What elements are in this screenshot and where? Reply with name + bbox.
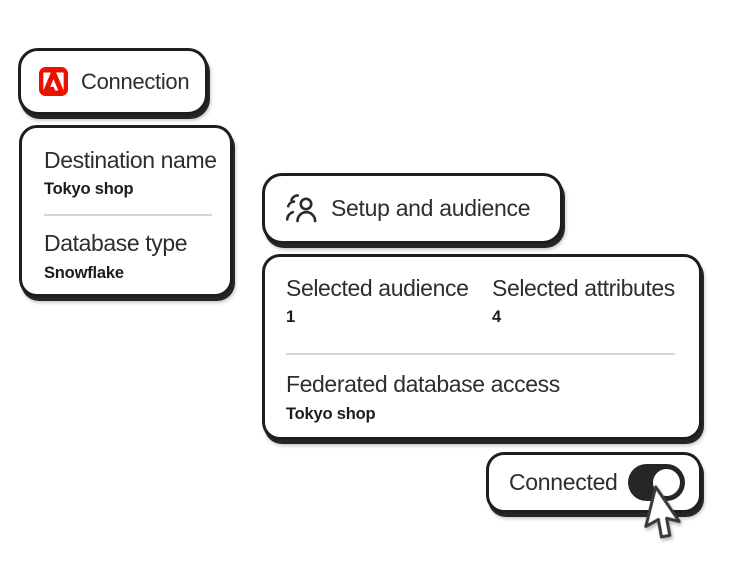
stat-value: 1 <box>286 308 295 327</box>
destination-name-field: Destination name Tokyo shop <box>44 147 217 199</box>
connected-toggle[interactable] <box>628 464 685 501</box>
connected-label: Connected <box>509 469 618 495</box>
audience-people-icon <box>284 191 320 227</box>
federated-access-field: Federated database access Tokyo shop <box>286 371 677 423</box>
toggle-knob <box>653 469 680 496</box>
stat-label: Selected audience <box>286 275 469 301</box>
setup-audience-card: Setup and audience <box>262 173 563 244</box>
selected-audience-stat: Selected audience 1 <box>286 275 492 327</box>
summary-card: Selected audience 1 Selected attributes … <box>262 254 702 440</box>
stat-value: 4 <box>492 308 501 327</box>
connection-label: Connection <box>81 68 190 94</box>
field-value: Snowflake <box>44 263 124 282</box>
setup-audience-label: Setup and audience <box>331 195 531 221</box>
field-label: Federated database access <box>286 371 560 398</box>
database-type-field: Database type Snowflake <box>44 230 216 282</box>
connection-card: Connection <box>18 48 208 115</box>
selected-attributes-stat: Selected attributes 4 <box>492 275 677 327</box>
field-label: Destination name <box>44 147 217 173</box>
stats-row: Selected audience 1 Selected attributes … <box>286 275 677 327</box>
destination-details-card: Destination name Tokyo shop Database typ… <box>19 125 233 297</box>
connected-card: Connected <box>486 452 702 513</box>
stat-label: Selected attributes <box>492 275 675 301</box>
divider <box>286 353 675 356</box>
field-label: Database type <box>44 230 188 257</box>
field-value: Tokyo shop <box>286 404 376 423</box>
adobe-logo-icon <box>39 67 68 96</box>
divider <box>44 214 212 217</box>
field-value: Tokyo shop <box>44 180 134 199</box>
